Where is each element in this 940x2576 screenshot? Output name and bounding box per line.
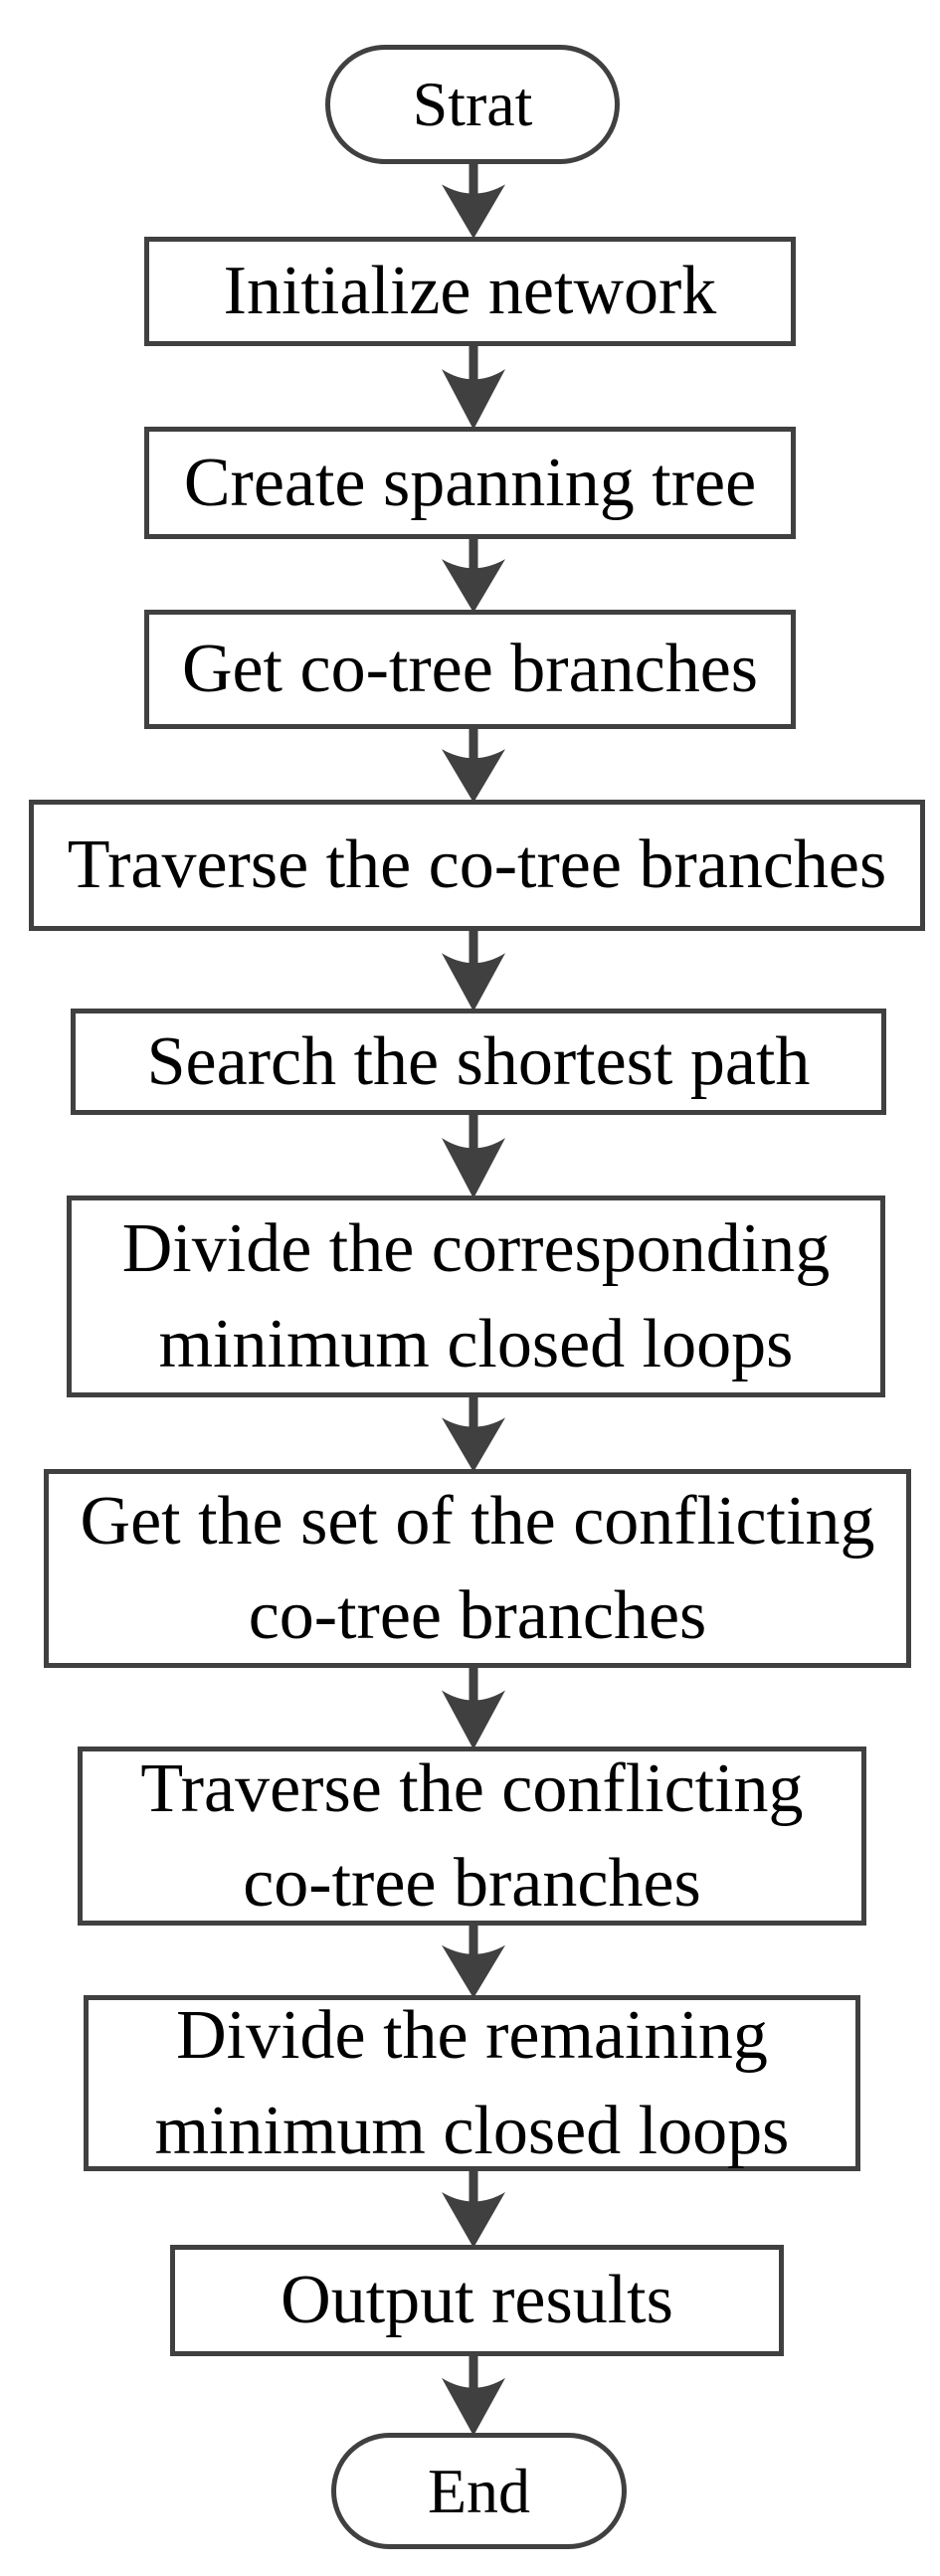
node-create-spanning-tree: Create spanning tree [144, 427, 796, 539]
flow-arrow-4 [442, 726, 505, 803]
flow-arrow-7 [442, 1394, 505, 1472]
flow-arrow-8 [442, 1665, 505, 1749]
node-get-cotree-branches: Get co-tree branches [144, 610, 796, 729]
node-end-terminator: End [331, 2433, 627, 2549]
node-initialize-network: Initialize network [144, 237, 796, 346]
flow-arrow-2 [442, 343, 505, 430]
flow-arrow-3 [442, 536, 505, 613]
flow-arrow-6 [442, 1112, 505, 1198]
node-start-terminator: Strat [325, 45, 620, 164]
flow-arrow-5 [442, 928, 505, 1012]
node-search-shortest-path: Search the shortest path [71, 1009, 886, 1115]
node-get-conflicting-set: Get the set of the conflicting co-tree b… [44, 1469, 911, 1668]
node-divide-remaining-loops: Divide the remaining minimum closed loop… [84, 1995, 860, 2171]
node-traverse-cotree-branches: Traverse the co-tree branches [29, 800, 925, 931]
node-divide-corresponding-loops: Divide the corresponding minimum closed … [67, 1196, 885, 1397]
flow-arrow-1 [442, 161, 505, 239]
node-output-results: Output results [170, 2245, 784, 2356]
flow-arrow-9 [442, 1923, 505, 1998]
flow-arrow-11 [442, 2353, 505, 2436]
node-traverse-conflicting: Traverse the conflicting co-tree branche… [78, 1747, 866, 1926]
flow-arrow-10 [442, 2168, 505, 2248]
